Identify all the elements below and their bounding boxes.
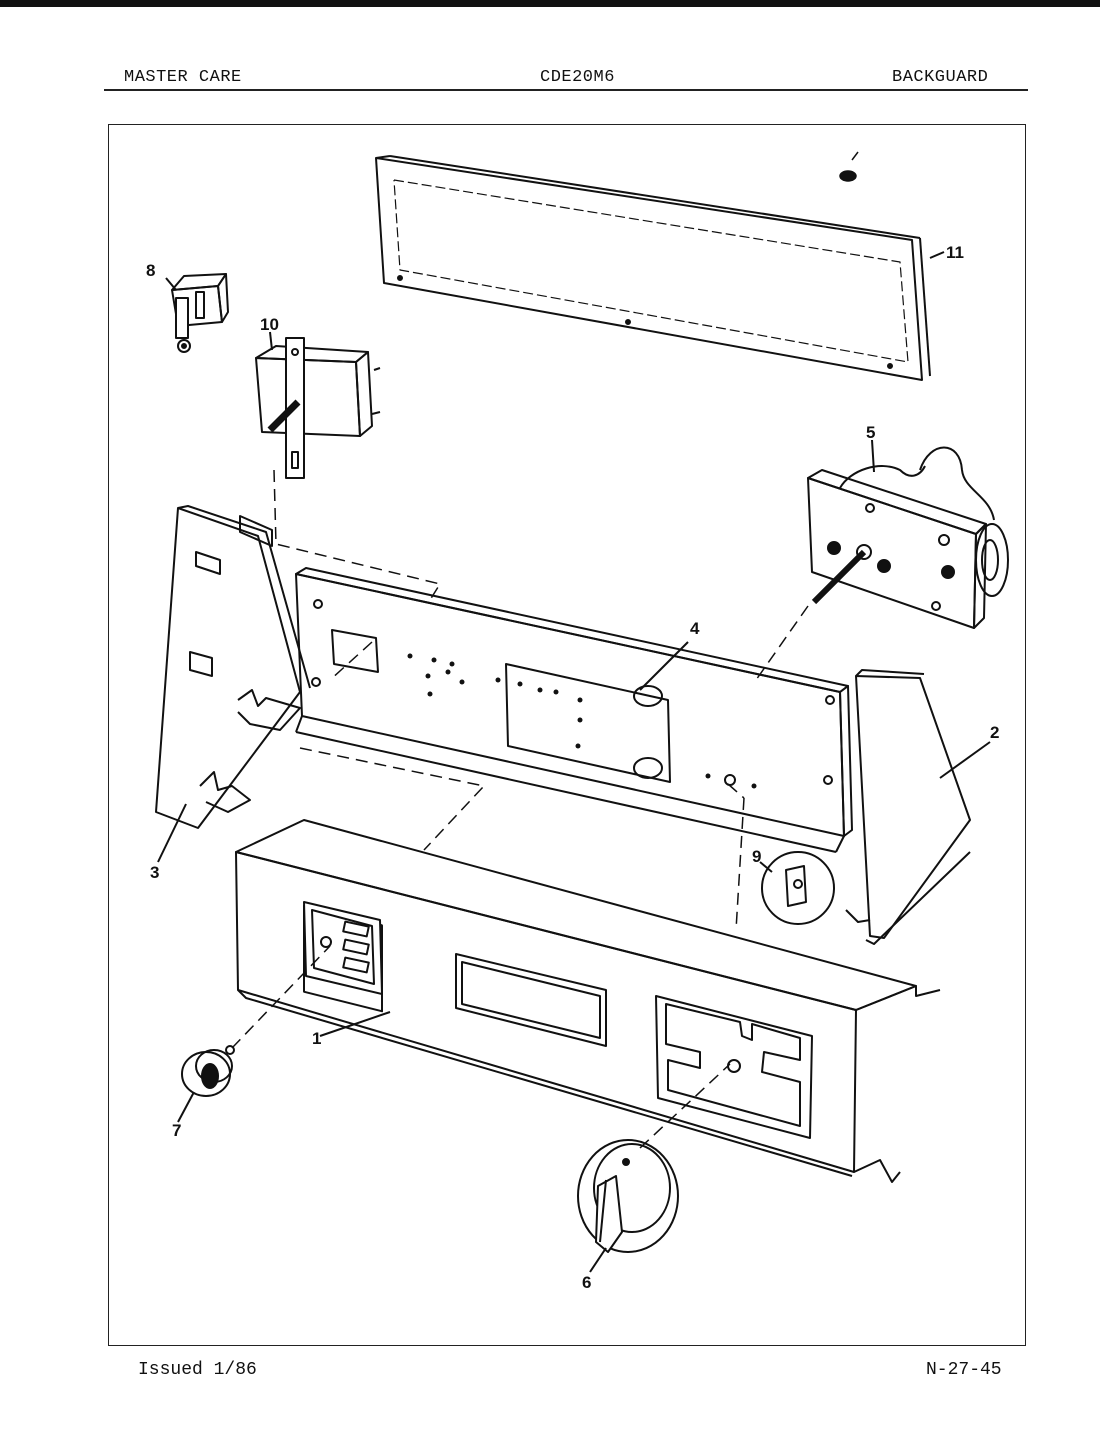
callout-6: 6 (582, 1273, 591, 1292)
header-model: CDE20M6 (540, 68, 615, 87)
leader-5 (871, 439, 875, 473)
callout-1: 1 (312, 1029, 321, 1048)
part-11-trim-strip (375, 155, 931, 381)
leader-4 (639, 641, 689, 691)
diagram-frame (108, 124, 1026, 1346)
leader-3 (157, 803, 187, 863)
part-11-screw (839, 151, 859, 182)
part-8-small-switch (171, 273, 229, 353)
part-1-front-console (235, 819, 941, 1183)
callout-10: 10 (260, 315, 279, 334)
leader-8 (165, 277, 177, 291)
callout-5: 5 (866, 423, 875, 442)
leader-2 (939, 741, 991, 779)
header-section: BACKGUARD (892, 68, 989, 87)
header-rule (104, 89, 1028, 91)
callout-4: 4 (690, 619, 700, 638)
page-code: N-27-45 (926, 1360, 1002, 1380)
leader-11 (929, 251, 945, 259)
leader-10 (269, 331, 273, 351)
part-10-switch (255, 337, 381, 479)
callout-7: 7 (172, 1121, 181, 1140)
leader-6 (589, 1247, 607, 1273)
leader-9 (759, 861, 773, 873)
issued-date: Issued 1/86 (138, 1360, 257, 1380)
callout-8: 8 (146, 261, 155, 280)
part-6-knob (577, 1139, 679, 1253)
callout-3: 3 (150, 863, 159, 882)
callout-9: 9 (752, 847, 761, 866)
top-border-bar (0, 0, 1100, 7)
part-3-left-end-cap (155, 505, 311, 829)
part-5-timer (807, 446, 1009, 629)
part-7-knob (181, 1045, 235, 1097)
part-2-right-end-cap (845, 669, 971, 945)
leader-1 (319, 1011, 391, 1037)
header-brand: MASTER CARE (124, 68, 242, 87)
part-4-control-panel (295, 567, 853, 853)
part-9-detail (761, 851, 835, 925)
leader-7 (177, 1091, 195, 1123)
callout-2: 2 (990, 723, 999, 742)
callout-11: 11 (946, 243, 964, 262)
assembly-dashed-lines (231, 469, 809, 1149)
